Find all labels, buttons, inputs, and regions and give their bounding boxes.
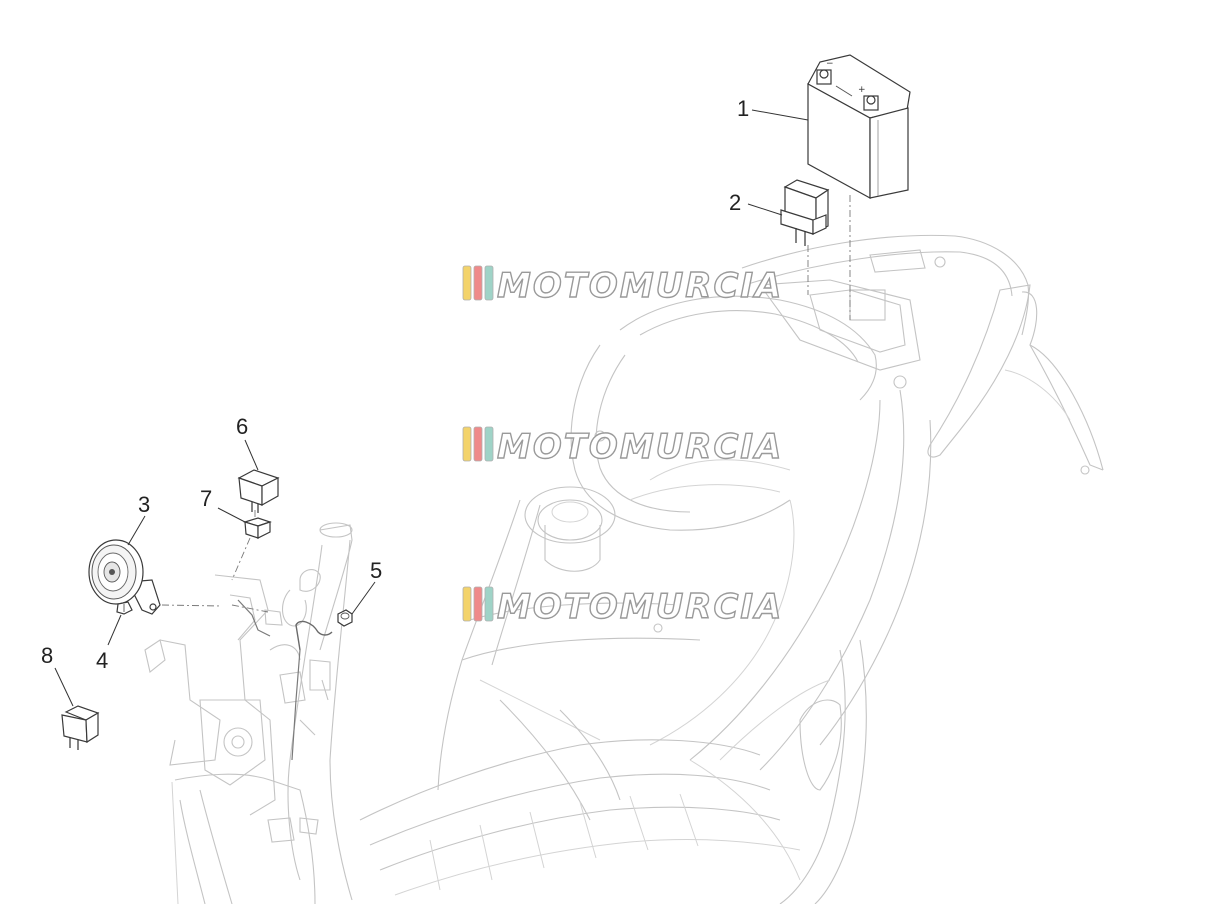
callout-3: 3 [138, 492, 150, 517]
horn-part-3 [88, 539, 161, 615]
leader-lines [54, 109, 809, 707]
callout-numbers: 1 2 3 4 5 6 7 8 [41, 96, 749, 673]
battery-part-1: − + [807, 54, 911, 200]
svg-text:−: − [826, 59, 834, 69]
wiring-harness [237, 599, 333, 761]
scooter-frame-outline [359, 234, 1104, 904]
svg-text:+: + [858, 85, 866, 95]
callout-7: 7 [200, 486, 212, 511]
watermark-logo-bottom: MOTOMURCIA [462, 586, 783, 628]
watermark-text: MOTOMURCIA [497, 427, 783, 467]
watermark-logo-top: MOTOMURCIA [462, 265, 783, 307]
callout-4: 4 [96, 648, 108, 673]
relay-part-8 [61, 705, 100, 750]
watermark-text: MOTOMURCIA [497, 266, 783, 306]
rubber-holder-part-7 [242, 517, 272, 539]
watermark-text: MOTOMURCIA [497, 587, 783, 627]
watermark-logo-middle: MOTOMURCIA [462, 426, 783, 468]
nut-part-4 [116, 601, 133, 615]
nut-part-5 [337, 609, 353, 627]
callout-6: 6 [236, 414, 248, 439]
assembly-lines [161, 195, 851, 613]
front-frame-outline [144, 522, 353, 904]
callout-1: 1 [737, 96, 749, 121]
callout-5: 5 [370, 558, 382, 583]
flasher-relay-part-6 [237, 469, 280, 513]
relay-part-2 [780, 179, 830, 246]
callout-2: 2 [729, 190, 741, 215]
callout-8: 8 [41, 643, 53, 668]
